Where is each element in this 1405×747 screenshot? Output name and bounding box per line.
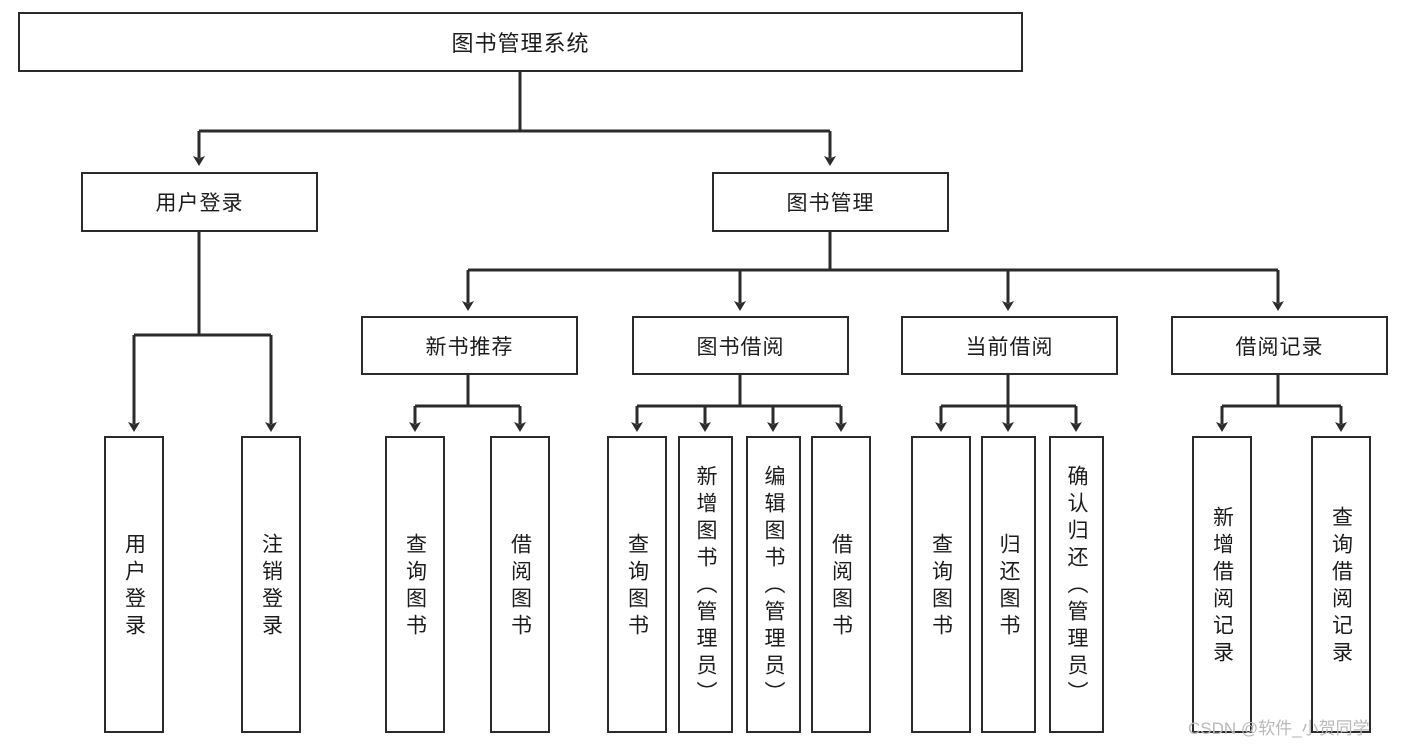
node-book-borrow[interactable]: 图书借阅 — [632, 316, 849, 375]
node-root-book-management-system[interactable]: 图书管理系统 — [18, 12, 1023, 72]
leaf-confirm-return-admin[interactable]: 确认归还（管理员） — [1049, 436, 1104, 733]
node-label: 编辑图书（管理员） — [762, 465, 785, 708]
watermark: CSDN @软件_小贺同学 — [1188, 719, 1370, 738]
node-label: 查询图书 — [929, 532, 953, 641]
node-label: 用户登录 — [155, 192, 244, 215]
leaf-query-book-current[interactable]: 查询图书 — [911, 436, 971, 733]
node-new-book-recommend[interactable]: 新书推荐 — [361, 316, 578, 375]
node-label: 查询借阅记录 — [1329, 505, 1353, 668]
leaf-add-book-admin[interactable]: 新增图书（管理员） — [678, 436, 733, 733]
leaf-add-borrow-record[interactable]: 新增借阅记录 — [1192, 436, 1252, 733]
node-label: 查询图书 — [625, 532, 649, 641]
leaf-borrow-book-recommend[interactable]: 借阅图书 — [490, 436, 550, 733]
node-label: 当前借阅 — [965, 335, 1054, 359]
node-label: 新增借阅记录 — [1210, 505, 1234, 668]
node-book-management[interactable]: 图书管理 — [712, 172, 949, 232]
node-label: 借阅图书 — [829, 532, 853, 641]
leaf-return-book[interactable]: 归还图书 — [981, 436, 1036, 733]
node-current-borrow[interactable]: 当前借阅 — [901, 316, 1118, 375]
node-label: 查询图书 — [403, 532, 427, 641]
node-label: 确认归还（管理员） — [1065, 465, 1088, 708]
node-label: 借阅记录 — [1235, 335, 1324, 359]
node-label: 用户登录 — [122, 532, 146, 641]
leaf-edit-book-admin[interactable]: 编辑图书（管理员） — [746, 436, 801, 733]
node-label: 注销登录 — [259, 532, 283, 641]
leaf-logout[interactable]: 注销登录 — [241, 436, 301, 733]
node-label: 图书管理系统 — [451, 31, 590, 56]
leaf-user-login[interactable]: 用户登录 — [104, 436, 164, 733]
leaf-query-book-recommend[interactable]: 查询图书 — [385, 436, 445, 733]
node-label: 图书管理 — [786, 192, 875, 215]
node-label: 图书借阅 — [696, 335, 785, 359]
node-borrow-record[interactable]: 借阅记录 — [1171, 316, 1388, 375]
leaf-query-book-borrow[interactable]: 查询图书 — [607, 436, 667, 733]
node-label: 归还图书 — [997, 532, 1020, 641]
node-label: 新书推荐 — [425, 335, 514, 359]
node-label: 借阅图书 — [508, 532, 532, 641]
leaf-borrow-book[interactable]: 借阅图书 — [811, 436, 871, 733]
leaf-query-borrow-record[interactable]: 查询借阅记录 — [1311, 436, 1371, 733]
node-user-login[interactable]: 用户登录 — [81, 172, 318, 232]
node-label: 新增图书（管理员） — [694, 465, 717, 708]
